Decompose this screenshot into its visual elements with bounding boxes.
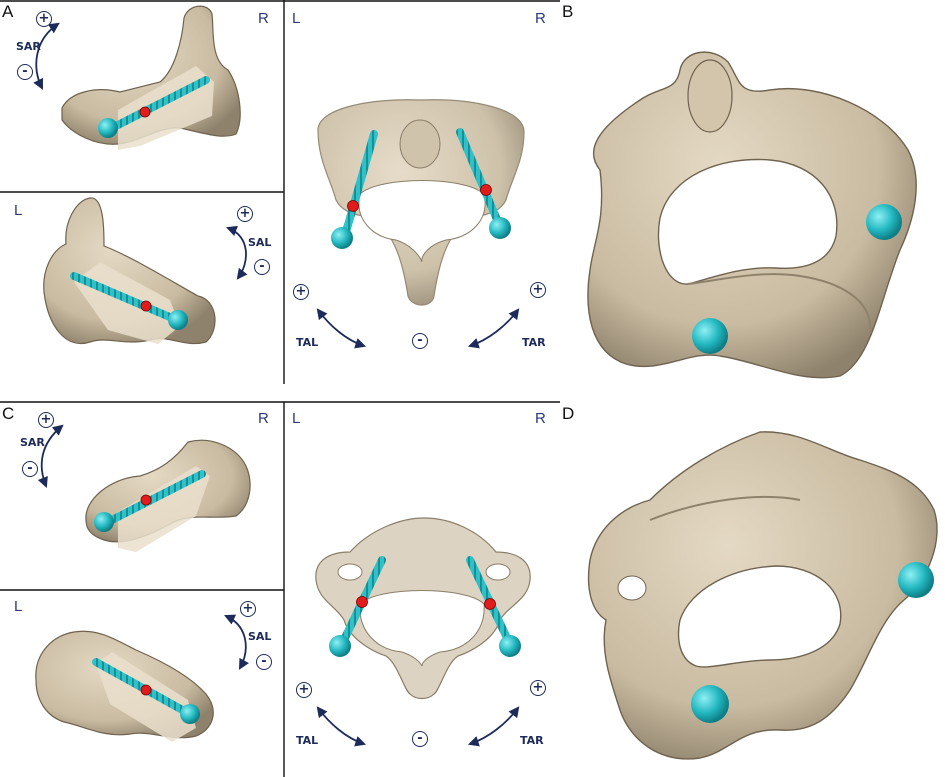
a-top-minus-icon: - [17,64,33,80]
a-mid-minus-icon: - [412,333,428,349]
c-top-axis-label: SAR [20,436,45,449]
c-top-plus-icon: + [38,412,54,428]
c-mid-right-plus-icon: + [530,680,546,696]
sar-arrow-top-a [33,22,60,90]
c-mid-left-label: L [292,410,301,427]
a-bottom-axis-label: SAL [248,236,272,249]
c-bottom-screw [92,658,200,724]
c-top-screw [94,470,206,532]
c-mid-right-label: R [535,410,546,427]
tar-arrow-a [467,308,520,349]
tar-arrow-c [467,706,520,747]
c-bottom-minus-icon: - [256,654,272,670]
b-screw-heads [692,204,902,354]
a-mid-left-plus-icon: + [293,284,309,300]
c-bottom-plus-icon: + [240,601,256,617]
c-mid-left-plus-icon: + [296,682,312,698]
c-mid-vertebra [315,517,531,700]
b-vertebra [587,51,917,379]
c-top-minus-icon: - [22,461,38,477]
panel-label-d: D [562,404,575,423]
a-top-side-label: R [258,10,269,27]
c-mid-right-axis-label: TAR [520,734,544,747]
a-mid-right-axis-label: TAR [522,336,546,349]
a-mid-right-label: R [535,10,546,27]
a-bottom-plus-icon: + [237,206,253,222]
a-top-plus-icon: + [36,11,52,27]
a-top-vertebra [61,5,241,150]
a-top-axis-label: SAR [16,40,41,53]
d-screw-heads [691,562,934,723]
a-mid-left-label: L [292,10,301,27]
c-mid-left-axis-label: TAL [296,734,319,747]
sal-arrow-a [225,225,248,280]
a-mid-right-plus-icon: + [530,282,546,298]
tal-arrow-a [316,308,367,349]
a-bottom-side-label: L [14,202,23,219]
sal-arrow-c [224,614,249,670]
a-top-screw [98,76,210,138]
panel-label-b: B [562,2,574,21]
panel-dividers [0,0,560,777]
a-mid-screws [331,128,511,249]
a-bottom-vertebra [43,197,216,345]
tal-arrow-c [316,706,367,747]
c-mid-screws [329,556,521,657]
c-bottom-side-label: L [14,598,23,615]
c-bottom-axis-label: SAL [248,630,272,643]
panel-label-c: C [2,404,15,423]
c-top-side-label: R [258,410,269,427]
sar-arrow-c [37,424,64,489]
panel-label-a: A [2,2,14,21]
c-top-vertebra [85,439,251,552]
c-bottom-vertebra [35,630,214,742]
d-vertebra [587,431,938,760]
c-mid-minus-icon: - [412,731,428,747]
a-mid-left-axis-label: TAL [296,336,319,349]
a-bottom-minus-icon: - [254,259,270,275]
a-bottom-screw [70,272,188,330]
